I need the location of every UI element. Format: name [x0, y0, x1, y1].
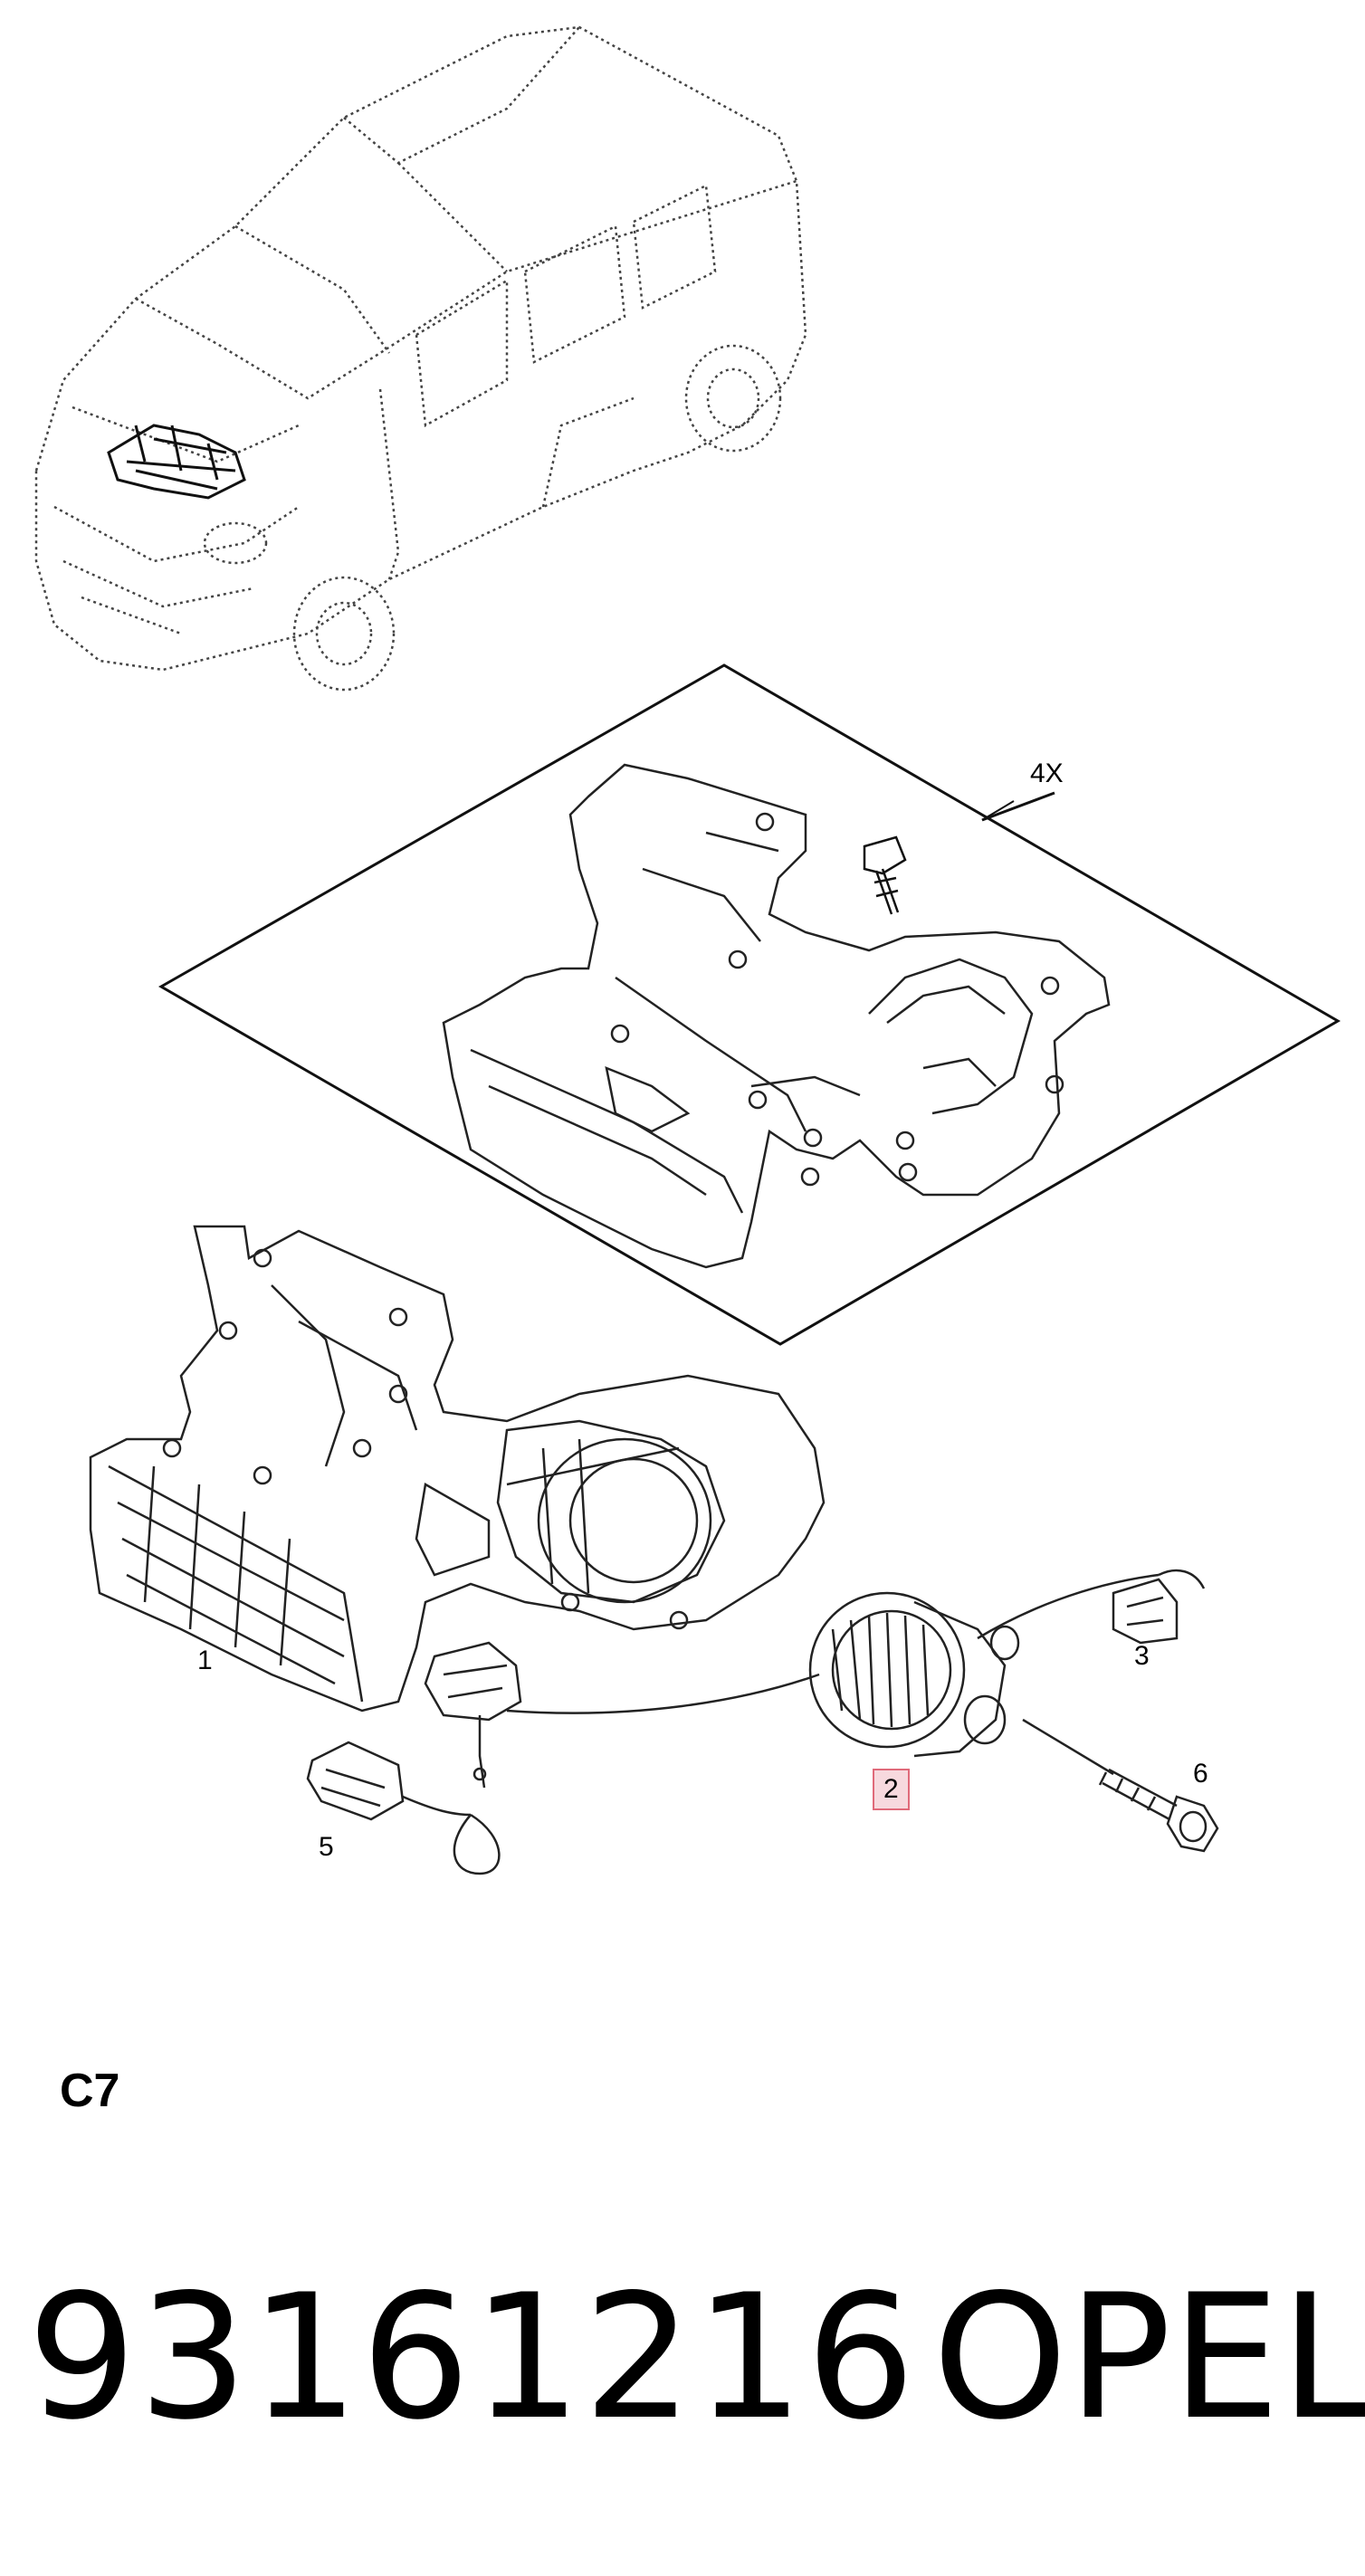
- resistor-module: [424, 1641, 820, 1789]
- screw-4x: [863, 835, 907, 915]
- flap-actuator: [306, 1741, 501, 1875]
- duct-housing: [442, 763, 1111, 1269]
- callout-6: 6: [1193, 1759, 1208, 1789]
- part-number: 93161216: [27, 2257, 918, 2457]
- component-location-marker: [107, 424, 246, 500]
- heater-housing: [89, 1225, 826, 1713]
- callout-5: 5: [319, 1832, 334, 1862]
- callout-4x: 4X: [1030, 758, 1064, 788]
- callout-2-highlighted[interactable]: 2: [873, 1769, 910, 1810]
- duct-assembly-box: [158, 663, 1341, 1346]
- callout-3: 3: [1134, 1641, 1150, 1671]
- callout-1: 1: [197, 1646, 213, 1675]
- callout-leaders: [981, 800, 1015, 821]
- blower-motor: [808, 1573, 1160, 1776]
- brand-name: OPEL: [932, 2257, 1365, 2457]
- wire-connector: [1112, 1569, 1206, 1645]
- van-illustration: [34, 25, 807, 692]
- bolt: [1098, 1768, 1219, 1853]
- section-code: C7: [60, 2065, 120, 2117]
